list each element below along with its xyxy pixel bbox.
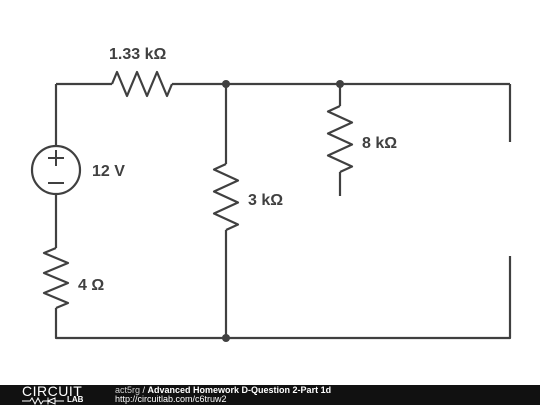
wires	[54, 82, 512, 340]
resistor-3k	[212, 163, 240, 231]
footer-bar: CIRCUIT LAB act5rg / Advanced Homework D…	[0, 383, 540, 405]
circuit-schematic: 1.33 kΩ 12 V 4 Ω 3 kΩ 8 kΩ	[30, 46, 512, 342]
plus-sign	[48, 150, 64, 166]
footer-title-line: act5rg / Advanced Homework D-Question 2-…	[115, 386, 331, 395]
circuit-url-link[interactable]: http://circuitlab.com/c6truw2	[115, 394, 227, 404]
logo-wordmark: CIRCUIT	[22, 383, 83, 399]
logo-resistor-icon	[22, 396, 64, 405]
voltage-source	[30, 144, 82, 196]
label-12v: 12 V	[92, 163, 125, 180]
circuit-title: Advanced Homework D-Question 2-Part 1d	[147, 385, 332, 395]
wire-left-lower	[54, 256, 512, 340]
junction-node-top-middle	[222, 80, 230, 88]
resistor-1-33k	[110, 70, 174, 98]
label-3k: 3 kΩ	[248, 192, 283, 209]
resistor-4-ohm	[42, 246, 70, 310]
schematic-canvas: 1.33 kΩ 12 V 4 Ω 3 kΩ 8 kΩ	[30, 46, 512, 342]
footer-info: act5rg / Advanced Homework D-Question 2-…	[115, 386, 331, 404]
user-link[interactable]: act5rg	[115, 385, 141, 395]
junction-node-top-right	[336, 80, 344, 88]
path-separator: /	[140, 385, 148, 395]
resistor-8k	[326, 105, 354, 173]
junction-node-bottom-middle	[222, 334, 230, 342]
label-8k: 8 kΩ	[362, 135, 397, 152]
logo-lab-text: LAB	[67, 395, 84, 404]
label-1-33k: 1.33 kΩ	[109, 46, 166, 63]
circuitlab-logo[interactable]: CIRCUIT LAB	[22, 383, 96, 405]
label-4-ohm: 4 Ω	[78, 277, 104, 294]
